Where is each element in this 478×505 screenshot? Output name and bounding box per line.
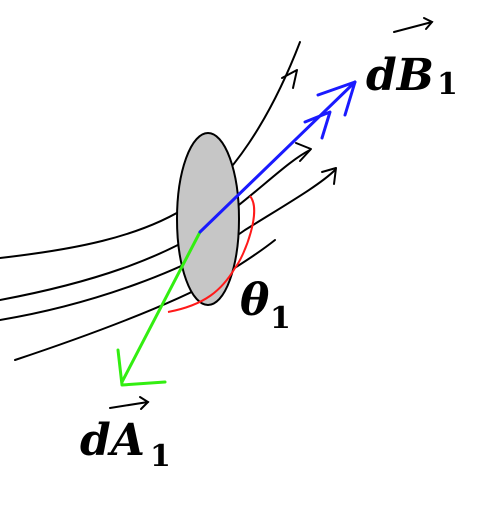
area-element-ellipse	[176, 132, 240, 306]
label-dB-d: d	[366, 50, 397, 101]
field-line-2-arrowhead	[295, 142, 312, 162]
label-dB-letter: B	[395, 50, 434, 101]
label-theta-subscript: 1	[270, 301, 291, 336]
label-dB-vector-arrow	[393, 17, 434, 33]
label-dB-subscript: 1	[437, 67, 458, 102]
label-theta1: θ 1	[240, 275, 291, 336]
field-line-1-arrowhead	[281, 69, 298, 89]
label-dB-text: dB	[366, 50, 434, 101]
label-dA-d: d	[80, 415, 111, 466]
vector-dB-arrowhead	[316, 80, 357, 117]
label-dA-vector-arrow	[109, 396, 150, 410]
vector-dA-arrowhead	[116, 348, 167, 387]
field-line-1	[0, 41, 301, 259]
label-theta-symbol: θ	[240, 275, 270, 326]
vector-dB-arrowhead-2	[303, 110, 332, 140]
vector-dA	[116, 230, 202, 387]
label-dA-subscript: 1	[150, 439, 171, 474]
vector-dB	[198, 80, 357, 234]
label-dB1: dB 1	[366, 17, 458, 102]
field-line-3-arrowhead	[321, 167, 337, 185]
vector-dB-shaft	[198, 80, 357, 234]
label-dA-text: dA	[80, 415, 145, 466]
angle-theta-arc	[167, 195, 256, 313]
label-dA1: dA 1	[80, 396, 171, 474]
label-dA-letter: A	[107, 415, 145, 466]
vector-dA-shaft	[120, 230, 202, 384]
